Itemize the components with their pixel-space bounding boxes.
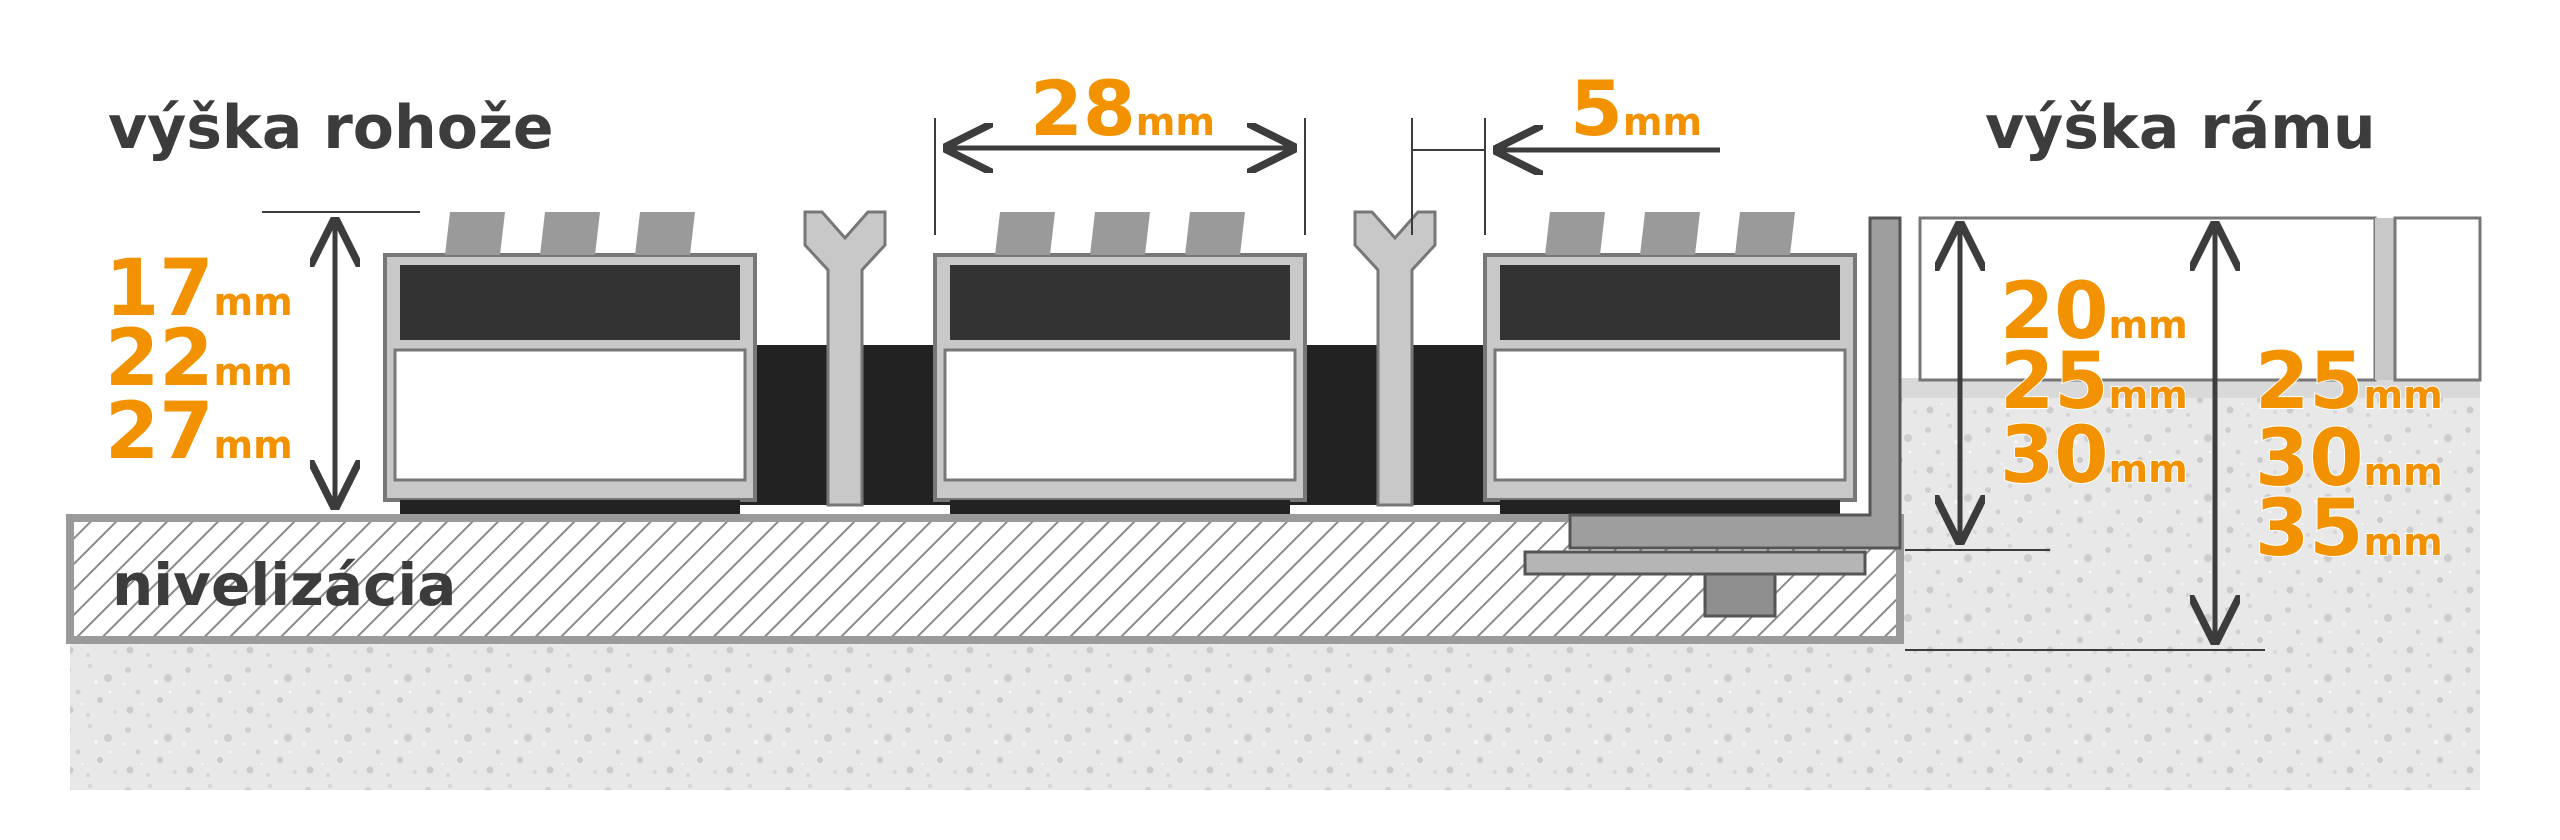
gap-width-dimension (1411, 118, 1720, 235)
mat-profile-2 (933, 253, 1307, 514)
connector-2 (1353, 210, 1437, 507)
frame-outer-height-25: 25mm (2255, 337, 2443, 427)
gap-width-label: 5mm (1570, 64, 1702, 153)
frame-height-title: výška rámu (1985, 93, 2376, 163)
frame-inner-height-30: 30mm (2000, 411, 2188, 501)
mat-height-dimension (262, 211, 420, 505)
frame-inner-height-20: 20mm (2000, 267, 2188, 357)
connector-1 (803, 210, 887, 507)
frame-inner-height-25: 25mm (2000, 337, 2188, 427)
brush-insert-2 (995, 212, 1245, 255)
mat-profile-1 (383, 253, 757, 514)
frame-outer-height-35: 35mm (2255, 484, 2443, 574)
frame-outer-height-30: 30mm (2255, 414, 2443, 504)
brush-insert-1 (445, 212, 695, 255)
profile-width-dimension (934, 118, 1306, 235)
profile-width-label: 28mm (1030, 64, 1215, 153)
frame-height-outer-dimension (1905, 226, 2265, 651)
mat-profile-3 (1483, 253, 1857, 514)
leveling-label: nivelizácia (112, 551, 456, 619)
frame-profile (1523, 216, 1902, 618)
mat-height-22: 22mm (105, 314, 293, 404)
mat-height-27: 27mm (105, 387, 293, 477)
brush-insert-3 (1545, 212, 1795, 255)
mat-height-title: výška rohože (108, 93, 554, 163)
frame-height-inner-dimension (1905, 226, 2050, 551)
floor-tiles (1918, 216, 2482, 382)
mat-height-17: 17mm (105, 244, 293, 334)
